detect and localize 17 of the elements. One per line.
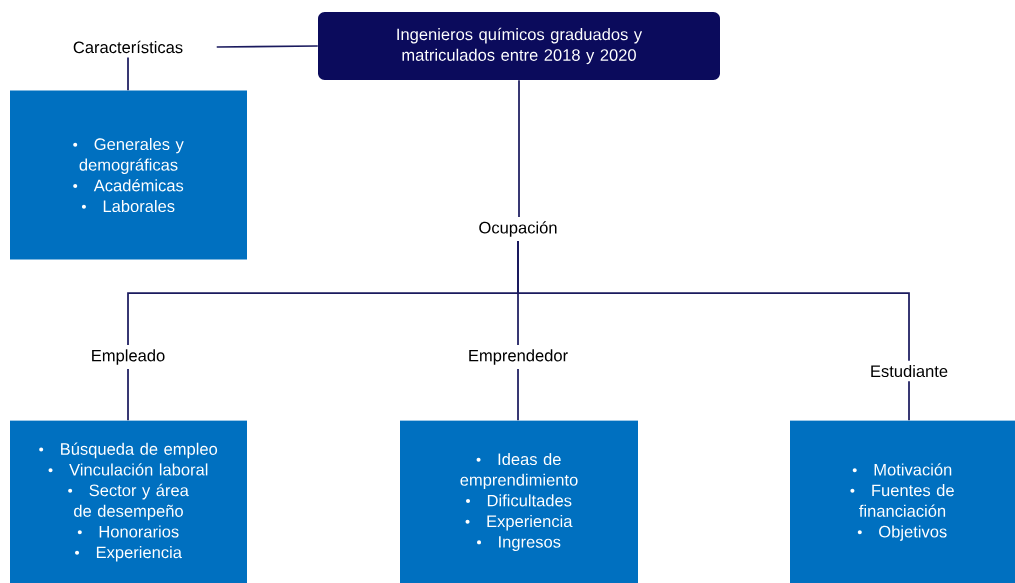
category-label: Estudiante [871, 364, 948, 378]
connector-line [908, 380, 910, 422]
connector-line [127, 56, 129, 92]
category-label: Empleado [92, 349, 165, 365]
title-box: Ingenieros químicos graduados y matriculados entre 2018 y 2020 [318, 12, 720, 80]
connector-line [517, 368, 519, 422]
category-label: Ocupación [479, 221, 557, 237]
bullet-list-box: Generales y demográficas Académicas Laborales [10, 90, 247, 260]
connector-line [517, 240, 910, 362]
connector-line [127, 368, 129, 422]
connector-line [518, 79, 520, 218]
bullet-list-box: Búsqueda de empleo Vinculación laboral Sector y área de desempeño Honorarios Experiencia [10, 420, 247, 583]
bullet-list-box: Ideas de emprendimiento Dificultades Experiencia Ingresos [400, 420, 638, 583]
category-label: Características [73, 40, 183, 54]
category-label: Emprendedor [469, 349, 568, 365]
connector-line [215, 45, 319, 48]
bullet-list-box: Motivación Fuentes de financiación Objetivos [790, 420, 1015, 583]
